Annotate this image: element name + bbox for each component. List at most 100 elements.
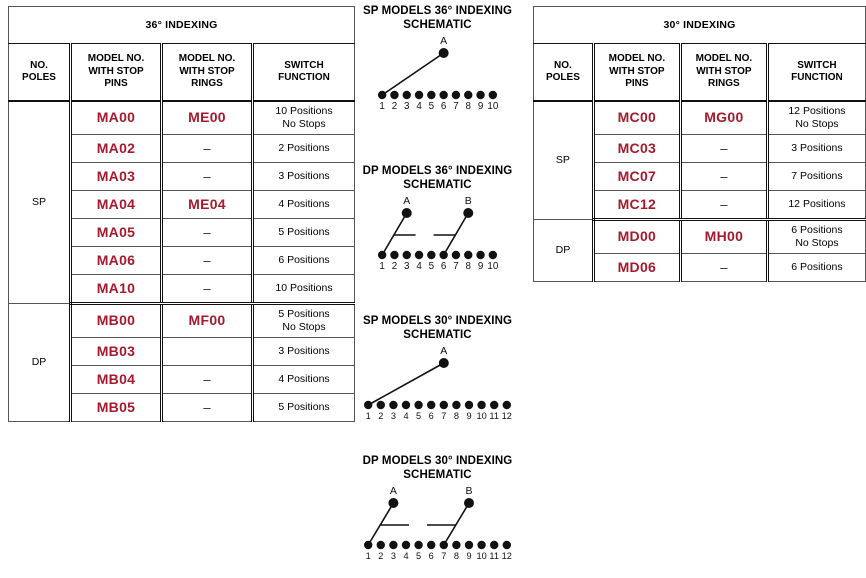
stop-pins-cell: MC07 xyxy=(591,162,681,191)
stop-rings-cell: MG00 xyxy=(678,100,768,135)
terminal-dot xyxy=(464,90,473,99)
table-row: MA03–3 Positions xyxy=(9,162,355,191)
stop-rings-cell: – xyxy=(678,134,768,163)
stop-pins-cell: MB04 xyxy=(69,365,162,394)
terminal-label: 3 xyxy=(391,551,396,561)
terminal-label: 7 xyxy=(453,101,458,112)
column-header: NO. POLES xyxy=(533,43,594,102)
terminal-dot xyxy=(488,90,498,99)
terminal-dot xyxy=(376,400,385,409)
terminal-label: 10 xyxy=(487,101,498,112)
model-number-stop-rings: ME00 xyxy=(188,109,226,126)
stop-rings-cell: – xyxy=(160,393,253,422)
terminal-dot xyxy=(439,540,448,549)
model-number-stop-pins: MC12 xyxy=(617,195,657,212)
terminal-dot xyxy=(427,90,436,99)
model-number-stop-pins: MB05 xyxy=(96,398,136,415)
stop-pins-cell: MB03 xyxy=(69,337,162,366)
column-header: MODEL NO. WITH STOP RINGS xyxy=(678,43,768,102)
terminal-dot xyxy=(477,540,486,549)
terminal-label: 12 xyxy=(502,411,512,421)
wiper-label-a: A xyxy=(390,485,397,497)
stop-pins-cell: MA00 xyxy=(69,100,162,135)
model-number-stop-pins: MB00 xyxy=(96,312,136,329)
wiper-pivot-b xyxy=(463,207,474,218)
stop-pins-cell: MC03 xyxy=(591,134,681,163)
terminal-label: 4 xyxy=(403,411,408,421)
model-number-stop-pins: MA05 xyxy=(96,223,136,240)
terminal-dot xyxy=(451,250,461,259)
terminal-label: 4 xyxy=(416,261,422,272)
terminal-label: 1 xyxy=(379,101,384,112)
terminal-dot xyxy=(502,540,511,549)
terminal-label: 2 xyxy=(392,101,397,112)
terminal-dot xyxy=(414,90,424,99)
stop-rings-cell: – xyxy=(160,218,253,247)
terminal-dot xyxy=(364,540,373,549)
terminal-dot xyxy=(439,400,448,409)
model-number-stop-rings: MG00 xyxy=(704,109,744,126)
terminal-label: 8 xyxy=(454,551,459,561)
column-header: SWITCH FUNCTION xyxy=(251,43,355,102)
no-value-dash: – xyxy=(720,140,728,156)
terminal-dot xyxy=(464,250,473,259)
terminal-label: 1 xyxy=(366,411,371,421)
stop-pins-cell: MB05 xyxy=(69,393,162,422)
model-number-stop-pins: MA04 xyxy=(96,195,136,212)
terminal-dot xyxy=(364,400,373,409)
model-number-stop-pins: MD00 xyxy=(617,228,657,245)
wiper-arm-a xyxy=(367,502,395,546)
terminal-dot xyxy=(452,540,461,549)
terminal-label: 6 xyxy=(429,551,434,561)
switch-function-cell: 2 Positions xyxy=(251,134,355,163)
wiper-arm-a xyxy=(381,52,445,96)
wiper-label-a: A xyxy=(440,35,447,47)
switch-function-cell: 7 Positions xyxy=(765,162,866,191)
table-row: MB05–5 Positions xyxy=(9,393,355,422)
stop-pins-cell: MA03 xyxy=(69,162,162,191)
schematic-title: DP MODELS 36° INDEXING SCHEMATIC xyxy=(362,165,513,192)
stop-rings-cell: – xyxy=(160,274,253,305)
switch-function-cell: 4 Positions xyxy=(251,365,355,394)
terminal-dot xyxy=(401,400,411,409)
terminal-label: 7 xyxy=(441,551,446,561)
terminal-label: 9 xyxy=(478,101,483,112)
stop-pins-cell: MC12 xyxy=(591,190,681,221)
terminal-label: 11 xyxy=(489,411,499,421)
terminal-dot xyxy=(414,540,423,549)
stop-rings-cell: ME04 xyxy=(160,190,253,219)
switch-function-cell: 5 Positions No Stops xyxy=(251,303,355,338)
model-number-stop-rings: MF00 xyxy=(188,312,226,329)
no-value-dash: – xyxy=(203,140,211,156)
terminal-dot xyxy=(464,400,474,409)
no-value-dash: – xyxy=(203,252,211,268)
no-value-dash: – xyxy=(720,196,728,212)
table-row: MA10–10 Positions xyxy=(9,274,355,305)
terminal-dot xyxy=(490,540,499,549)
terminal-dot xyxy=(451,90,461,99)
stop-rings-cell: – xyxy=(678,190,768,221)
no-value-dash: – xyxy=(203,224,211,240)
terminal-label: 3 xyxy=(404,101,410,112)
stop-rings-cell: – xyxy=(160,162,253,191)
terminal-label: 7 xyxy=(453,261,458,272)
terminal-label: 2 xyxy=(392,261,397,272)
terminal-label: 1 xyxy=(366,551,371,561)
terminal-label: 6 xyxy=(441,101,447,112)
terminal-label: 4 xyxy=(416,101,422,112)
wiper-arm-b xyxy=(442,212,469,256)
table-row: MA02–2 Positions xyxy=(9,134,355,163)
stop-rings-cell xyxy=(160,337,253,366)
terminal-dot xyxy=(377,90,387,99)
